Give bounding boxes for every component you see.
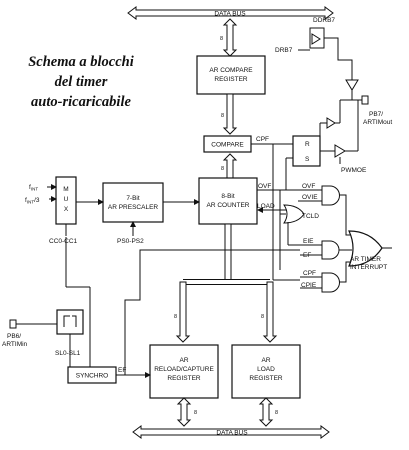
compare-register-line1: AR COMPARE [209, 67, 253, 74]
bus-width-1: 8 [220, 36, 223, 42]
sl-select-label: SL0-SL1 [55, 350, 81, 357]
pb7-line1: PB7/ [369, 111, 383, 118]
bus-link-load-bottom [258, 397, 274, 427]
ef-label: EF [118, 367, 126, 374]
compare-label: COMPARE [211, 142, 244, 149]
interrupt-or-gate [348, 230, 383, 267]
title-line-3: auto-ricaricabile [31, 94, 131, 110]
eie-label: EIE [303, 238, 314, 245]
bus-link-to-compare [222, 93, 238, 135]
interrupt-line1: AR TIMER [350, 256, 381, 263]
cpie-label: CPIE [301, 282, 317, 289]
bus-width-6: 8 [194, 410, 197, 416]
prescaler-block: 7-Bit AR PRESCALER [102, 182, 164, 223]
mux-block: M U X [55, 176, 77, 225]
synchro-block: SYNCHRO [67, 366, 117, 384]
bus-width-5: 8 [261, 314, 264, 320]
cc-select-label: CC0-CC1 [49, 238, 78, 245]
pb6-pin-icon [9, 319, 17, 329]
bus-width-2: 8 [221, 113, 224, 119]
load-reg-line3: REGISTER [249, 375, 283, 382]
reload-line1: AR [179, 357, 188, 364]
counter-line1: 8-Bit [221, 193, 235, 200]
ef-and-gate [321, 240, 340, 260]
counter-block: 8-Bit AR COUNTER [198, 177, 258, 225]
bottom-data-bus: DATA BUS [132, 425, 330, 439]
load-reg-line2: LOAD [257, 366, 275, 373]
ps-select-label: PS0-PS2 [117, 238, 144, 245]
synchro-label: SYNCHRO [76, 373, 109, 380]
ddrb7-label: DDRB7 [313, 17, 335, 24]
fint3-label: fINT/3 [25, 197, 40, 205]
compare-register-block: AR COMPARE REGISTER [196, 55, 266, 95]
latch-s: S [305, 156, 310, 163]
cpf-label: CPF [256, 136, 269, 143]
pb7-sense-buffer-icon [326, 117, 336, 129]
bus-link-reload-bottom [176, 397, 192, 427]
reload-capture-register-block: AR RELOAD/CAPTURE REGISTER [149, 344, 219, 399]
cpf-flag-label: CPF [303, 270, 316, 277]
title-line-2: del timer [54, 74, 108, 90]
load-reg-line1: AR [261, 357, 270, 364]
mux-m: M [63, 186, 68, 193]
pwm-buffer-icon [334, 144, 346, 158]
prescaler-line1: 7-Bit [126, 195, 140, 202]
top-data-bus: DATA BUS [127, 6, 334, 20]
bus-link-counter-compare [222, 153, 238, 179]
ovf-and-gate [321, 185, 340, 206]
falling-edge-icon [72, 315, 77, 327]
fint-label: fINT [29, 184, 38, 192]
ddrb7-buffer-icon [311, 33, 321, 45]
bus-link-counter-down [224, 223, 232, 283]
diagram-title: Schema a blocchi del timer auto-ricarica… [6, 52, 156, 112]
rs-latch-block: R S [292, 135, 321, 167]
edge-select-block [56, 309, 84, 335]
top-bus-label: DATA BUS [214, 11, 246, 18]
latch-r: R [305, 141, 310, 148]
bus-link-compare-register [222, 18, 238, 57]
pwmoe-label: PWMOE [341, 167, 367, 174]
reload-line3: REGISTER [167, 375, 201, 382]
cpf-and-gate [321, 272, 340, 293]
tcld-or-gate [283, 204, 305, 224]
reload-line2: RELOAD/CAPTURE [154, 366, 214, 373]
prescaler-line2: AR PRESCALER [108, 204, 159, 211]
drb7-label: DRB7 [275, 47, 293, 54]
mux-x: X [64, 206, 69, 213]
port-driver-icon [345, 79, 359, 91]
mux-u: U [64, 196, 69, 203]
bus-width-3: 8 [221, 166, 224, 172]
tcld-label: TCLD [302, 213, 319, 220]
bus-link-load-register [262, 281, 278, 343]
pb7-line2: ARTIMout [363, 119, 392, 126]
bus-width-7: 8 [275, 410, 278, 416]
pb6-line2: ARTIMin [2, 341, 28, 348]
ovf-flag-label: OVF [302, 183, 315, 190]
ovie-label: OVIE [302, 194, 318, 201]
pb6-line1: PB6/ [7, 333, 21, 340]
compare-block: COMPARE [203, 135, 252, 153]
ovf-label: OVF [258, 183, 271, 190]
compare-register-line2: REGISTER [214, 76, 248, 83]
load-label: LOAD [257, 203, 275, 210]
bottom-bus-label: DATA BUS [216, 430, 248, 437]
rising-edge-icon [63, 315, 70, 327]
counter-line2: AR COUNTER [207, 202, 250, 209]
pb7-pin-icon [361, 95, 369, 105]
load-register-block: AR LOAD REGISTER [231, 344, 301, 399]
title-line-1: Schema a blocchi [28, 54, 134, 70]
interrupt-line2: INTERRUPT [350, 264, 387, 271]
bus-link-reload-register [175, 281, 191, 343]
bus-width-4: 8 [174, 314, 177, 320]
